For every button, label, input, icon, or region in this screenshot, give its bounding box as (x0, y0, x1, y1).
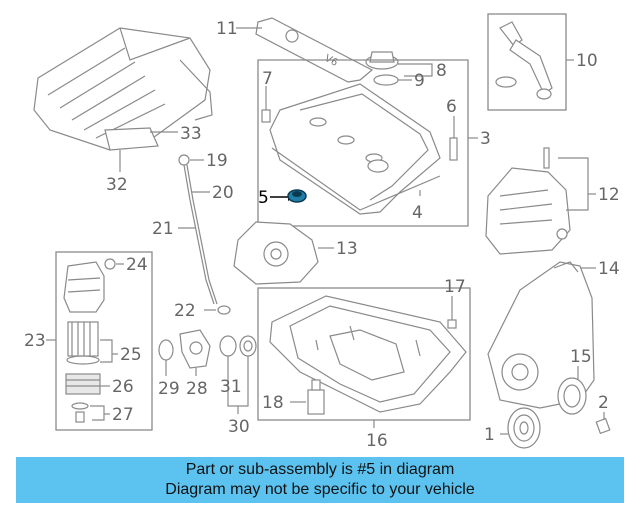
banner-line-2: Diagram may not be specific to your vehi… (165, 481, 475, 498)
highlighted-part-5-seal (287, 189, 307, 203)
o-ring-31 (219, 335, 237, 357)
oil-pan (269, 295, 467, 413)
dipstick-seal (217, 305, 231, 315)
oil-cooler-housing (485, 147, 571, 255)
pcv-box (487, 13, 567, 111)
callout-6: 6 (446, 97, 457, 117)
callout-22: 22 (174, 301, 196, 321)
callout-29: 29 (158, 379, 180, 399)
callout-14: 14 (598, 259, 620, 279)
crank-seal (557, 377, 587, 415)
oil-filter-cap (65, 373, 101, 395)
callout-11: 11 (216, 19, 238, 39)
cap-piece (239, 335, 257, 357)
valve-cover-bolt (261, 86, 271, 123)
callout-30: 30 (228, 417, 250, 437)
callout-10: 10 (576, 51, 598, 71)
oil-filter-housing (63, 261, 105, 313)
intake-manifold (33, 27, 213, 151)
callout-16: 16 (366, 431, 388, 451)
callout-4: 4 (412, 203, 423, 223)
callout-19: 19 (206, 151, 228, 171)
callout-20: 20 (212, 183, 234, 203)
drain-plug (71, 402, 89, 423)
valve-cover-box (257, 59, 469, 227)
o-ring-29 (158, 339, 174, 361)
callout-21: 21 (152, 219, 174, 239)
front-timing-cover (487, 261, 595, 409)
callout-7: 7 (262, 69, 273, 89)
fitment-notice-banner: Part or sub-assembly is #5 in diagram Di… (16, 457, 624, 503)
housing-plug (104, 258, 116, 270)
oil-pan-box (257, 287, 471, 421)
callout-3: 3 (480, 129, 491, 149)
crank-bolt (595, 412, 611, 435)
timing-cover (233, 221, 319, 285)
oil-filler-cap (365, 51, 399, 86)
oil-pressure-valve (179, 329, 211, 369)
dipstick (178, 154, 218, 305)
pcv-hose (495, 21, 553, 100)
callout-24: 24 (126, 255, 148, 275)
callout-1: 1 (484, 425, 495, 445)
callout-5: 5 (258, 188, 269, 208)
callout-12: 12 (598, 185, 620, 205)
callout-18: 18 (262, 393, 284, 413)
callout-32: 32 (106, 175, 128, 195)
callout-25: 25 (120, 345, 142, 365)
crank-pulley (507, 407, 541, 449)
engine-cover: V6 (255, 17, 374, 83)
callout-27: 27 (112, 405, 134, 425)
callout-15: 15 (570, 347, 592, 367)
callout-13: 13 (336, 239, 358, 259)
oil-filter-element (66, 321, 100, 365)
callout-23: 23 (24, 331, 46, 351)
oil-filter-box (55, 251, 153, 431)
callout-33: 33 (180, 124, 202, 144)
oil-level-sensor (307, 379, 325, 415)
callout-26: 26 (112, 377, 134, 397)
oil-pan-bolt-17 (447, 296, 457, 329)
valve-cover (269, 83, 441, 215)
callout-17: 17 (444, 277, 466, 297)
callout-8: 8 (436, 61, 447, 81)
cover-badge: V6 (323, 53, 340, 69)
callout-2: 2 (598, 393, 609, 413)
callout-9: 9 (414, 71, 425, 91)
callout-31: 31 (220, 377, 242, 397)
banner-line-1: Part or sub-assembly is #5 in diagram (185, 461, 455, 478)
callout-28: 28 (186, 379, 208, 399)
valve-cover-stud (449, 116, 458, 161)
